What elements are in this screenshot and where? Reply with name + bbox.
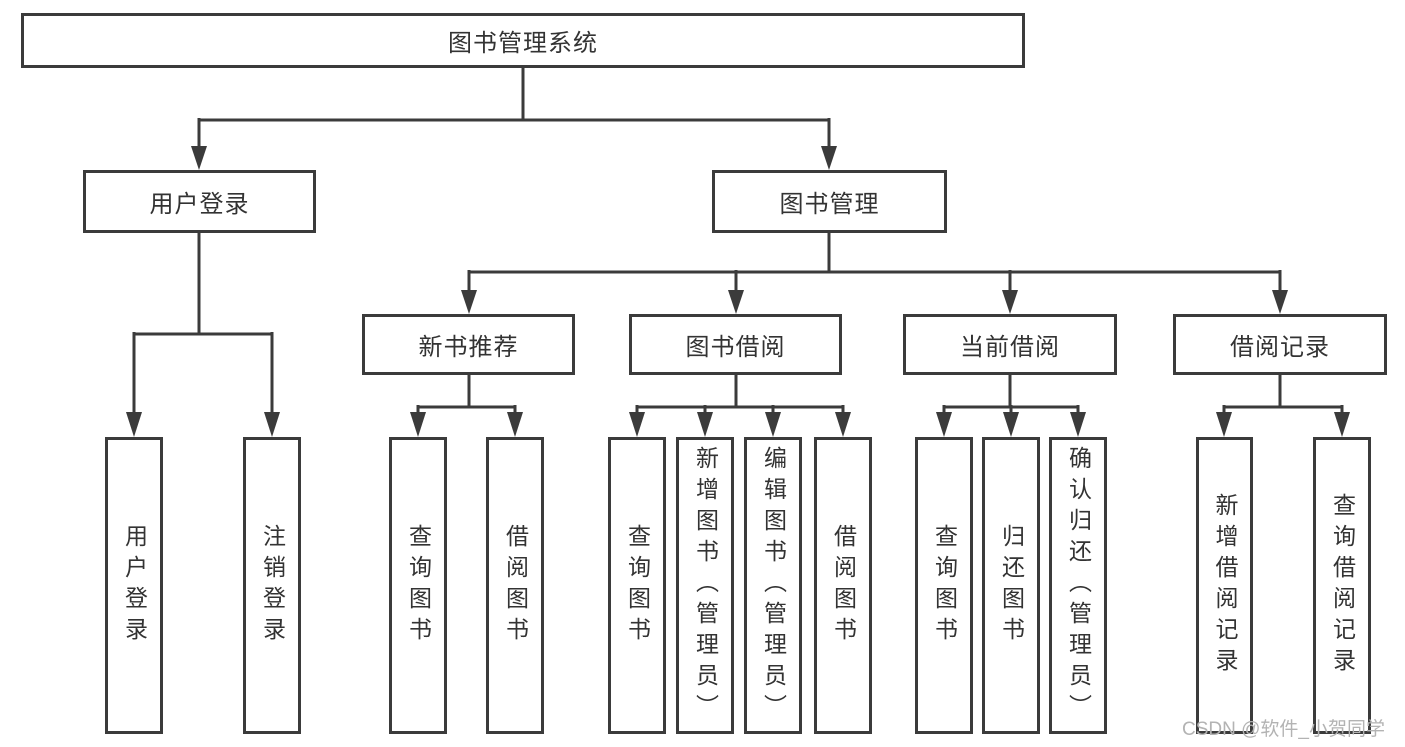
node-label: 新书推荐 <box>418 334 519 361</box>
node-label: 图书管理系统 <box>448 30 598 57</box>
leaf-label: 查询图书 <box>624 523 651 648</box>
leaf-recommend-borrow-book: 借阅图书 <box>486 437 544 734</box>
leaf-user-login: 用户登录 <box>105 437 163 734</box>
leaf-label: 注销登录 <box>259 523 286 648</box>
leaf-label: 用户登录 <box>121 523 148 648</box>
node-label: 图书借阅 <box>685 334 786 361</box>
leaf-current-query-book: 查询图书 <box>915 437 973 734</box>
leaf-label: 查询借阅记录 <box>1329 492 1356 679</box>
node-current-borrow: 当前借阅 <box>903 314 1117 375</box>
leaf-logout: 注销登录 <box>243 437 301 734</box>
leaf-recommend-query-book: 查询图书 <box>389 437 447 734</box>
leaf-label: 查询图书 <box>405 523 432 648</box>
leaf-label: 查询图书 <box>931 523 958 648</box>
node-borrow-record: 借阅记录 <box>1173 314 1387 375</box>
leaf-current-confirm-return-admin: 确认归还（管理员） <box>1049 437 1107 734</box>
node-user-login: 用户登录 <box>83 170 316 233</box>
leaf-record-add-borrow-record: 新增借阅记录 <box>1196 437 1253 734</box>
node-label: 用户登录 <box>149 191 250 218</box>
node-book-management: 图书管理 <box>712 170 947 233</box>
csdn-watermark: CSDN @软件_小贺同学 <box>1182 719 1385 740</box>
leaf-label: 新增借阅记录 <box>1212 492 1238 679</box>
leaf-label: 归还图书 <box>998 523 1025 648</box>
leaf-record-query-borrow-record: 查询借阅记录 <box>1313 437 1371 734</box>
node-label: 借阅记录 <box>1230 334 1330 361</box>
node-label: 当前借阅 <box>960 334 1060 361</box>
leaf-label: 新增图书（管理员） <box>692 446 719 725</box>
leaf-label: 确认归还（管理员） <box>1065 446 1092 725</box>
leaf-borrow-edit-book-admin: 编辑图书（管理员） <box>744 437 802 734</box>
leaf-label: 借阅图书 <box>502 523 529 648</box>
node-label: 图书管理 <box>779 191 880 218</box>
node-book-borrow: 图书借阅 <box>629 314 842 375</box>
node-new-book-recommend: 新书推荐 <box>362 314 575 375</box>
leaf-label: 借阅图书 <box>830 523 857 648</box>
leaf-current-return-book: 归还图书 <box>982 437 1040 734</box>
node-root-library-system: 图书管理系统 <box>21 13 1025 68</box>
leaf-borrow-borrow-book: 借阅图书 <box>814 437 872 734</box>
leaf-borrow-query-book: 查询图书 <box>608 437 666 734</box>
leaf-borrow-add-book-admin: 新增图书（管理员） <box>676 437 734 734</box>
leaf-label: 编辑图书（管理员） <box>760 446 787 725</box>
